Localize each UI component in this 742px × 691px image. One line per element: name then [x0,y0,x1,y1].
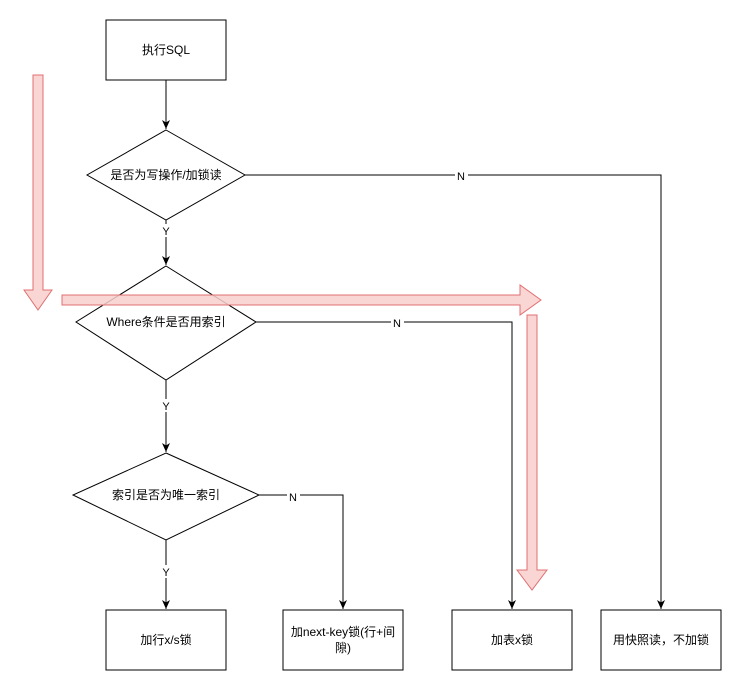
node-unique-index-decision[interactable] [71,452,261,541]
highlight-arrow-right [61,284,542,316]
edge-where-index-no [256,321,516,609]
highlight-arrows [23,74,548,591]
node-write-lock-decision[interactable] [85,129,247,221]
edge-write-lock-no [245,174,665,609]
where-index-label: Where条件是否用索引 [106,315,225,329]
node-labels: 执行SQL 是否为写操作/加锁读 Where条件是否用索引 索引是否为唯一索引 … [106,43,709,655]
node-start[interactable] [105,19,227,81]
unique-index-no-label: N [289,492,297,504]
edge-unique-index-no [259,494,347,609]
node-lock-nextkey[interactable] [282,609,404,671]
snapshot-read-label: 用快照读，不加锁 [613,632,709,647]
unique-index-label: 索引是否为唯一索引 [112,488,220,502]
write-lock-label: 是否为写操作/加锁读 [110,167,221,182]
lock-table-label: 加表x锁 [491,632,533,647]
lock-row-label: 加行x/s锁 [140,632,191,647]
edge-labels: Y N N Y N Y [160,170,468,579]
write-lock-no-label: N [457,171,465,183]
start-label: 执行SQL [142,43,190,57]
node-lock-table[interactable] [451,609,573,671]
nodes [71,19,722,671]
where-index-no-label: N [393,318,401,330]
node-snapshot-read[interactable] [600,609,722,671]
connectors [162,80,665,609]
lock-nextkey-label-line2: 隙) [335,641,351,655]
where-index-yes-label: Y [162,401,170,413]
highlight-arrow-down-right [516,314,548,591]
node-lock-row[interactable] [105,609,227,671]
highlight-arrow-down-left [23,74,53,311]
lock-nextkey-label-line1: 加next-key锁(行+间 [291,624,395,639]
write-lock-yes-label: Y [162,226,170,238]
unique-index-yes-label: Y [162,567,170,579]
